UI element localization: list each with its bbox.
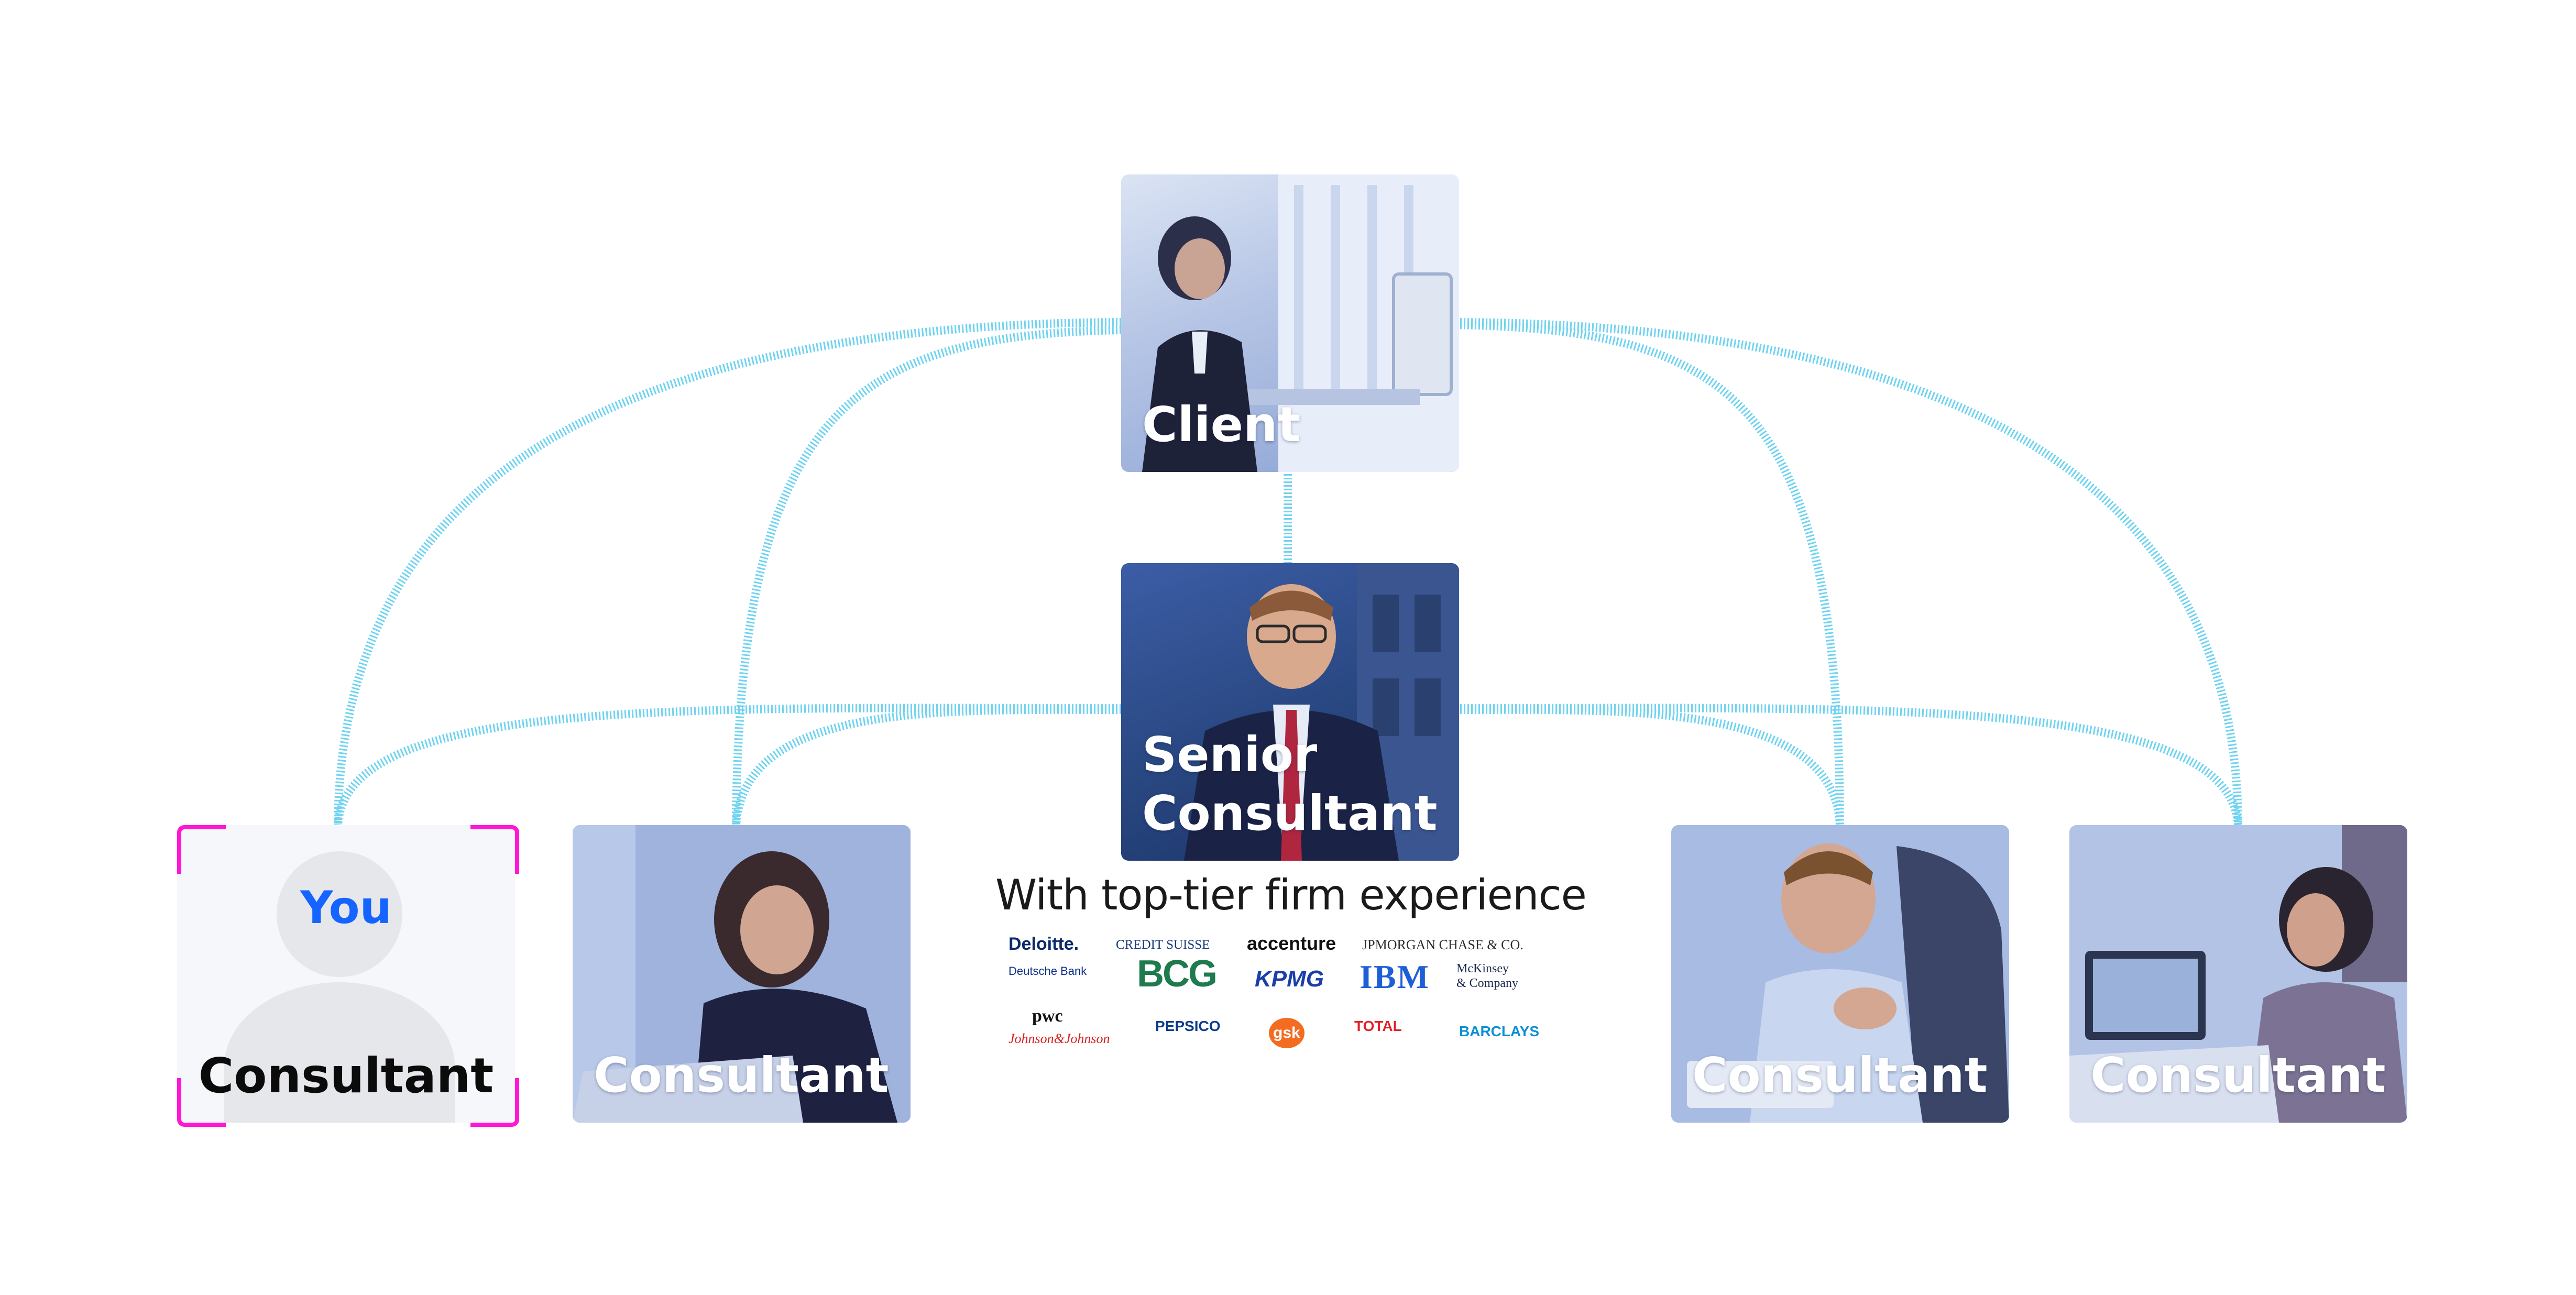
- consultant-card-2: Consultant: [1671, 825, 2009, 1123]
- connector-senior-consultant-3: [1456, 704, 2242, 826]
- logo-johnson-johnson: Johnson&Johnson: [1009, 1031, 1110, 1046]
- logo-pepsico: PEPSICO: [1155, 1018, 1221, 1034]
- connector-client-consultant-2: [1456, 321, 1844, 826]
- connector-senior-consultant-2: [1456, 705, 1844, 826]
- senior-consultant-card: Senior Consultant: [1121, 563, 1459, 861]
- logo-gsk: gsk: [1269, 1018, 1305, 1048]
- consultant-2-label: Consultant: [1692, 1047, 1988, 1103]
- connector-senior-you: [334, 704, 1122, 826]
- experience-heading: With top-tier firm experience: [995, 871, 1587, 919]
- you-consultant-label: Consultant: [198, 1048, 494, 1104]
- you-frame-corner-top-left: [177, 825, 226, 874]
- you-frame-corner-top-right: [470, 825, 519, 874]
- avatar-head: [277, 851, 402, 977]
- client-photo: [1142, 174, 1459, 472]
- senior-consultant-photo: [1184, 563, 1459, 861]
- logo-ibm: IBM: [1360, 958, 1430, 995]
- client-card: Client: [1121, 174, 1459, 472]
- logo-accenture: accenture: [1247, 932, 1336, 954]
- you-badge: You: [300, 882, 392, 934]
- logo-credit-suisse: CREDIT SUISSE: [1116, 938, 1210, 952]
- logo-mckinsey: McKinsey & Company: [1456, 962, 1518, 990]
- logo-barclays: BARCLAYS: [1459, 1023, 1539, 1039]
- connector-client-consultant-3: [1456, 318, 2242, 826]
- connector-client-consultant-1: [732, 326, 1122, 826]
- logo-kpmg: KPMG: [1255, 966, 1324, 992]
- logo-bcg: BCG: [1137, 953, 1218, 995]
- consultant-card-3: Consultant: [2069, 825, 2407, 1123]
- you-frame-corner-bottom-left: [177, 1078, 226, 1127]
- consultant-1-label: Consultant: [594, 1047, 889, 1103]
- senior-consultant-label: Senior Consultant: [1142, 727, 1438, 841]
- consultant-1-photo: [573, 825, 911, 1123]
- consultant-2-photo: [1671, 825, 2009, 1123]
- consultant-card-1: Consultant: [573, 825, 911, 1123]
- logo-deloitte: Deloitte.: [1009, 934, 1079, 954]
- firm-logos: Deloitte. CREDIT SUISSE accenture JPMORG…: [1009, 930, 1559, 1066]
- consultant-3-label: Consultant: [2090, 1047, 2386, 1103]
- connector-senior-consultant-1: [732, 705, 1122, 826]
- avatar-body: [224, 982, 455, 1123]
- you-frame-corner-bottom-right: [470, 1078, 519, 1127]
- logo-total: TOTAL: [1354, 1018, 1402, 1034]
- client-label: Client: [1142, 397, 1301, 453]
- you-consultant-card: You Consultant: [177, 825, 515, 1123]
- logo-pwc: pwc: [1032, 1006, 1063, 1026]
- logo-deutsche-bank: Deutsche Bank: [1009, 964, 1087, 978]
- logo-jpmorgan: JPMORGAN CHASE & CO.: [1362, 937, 1523, 952]
- consultant-3-photo: [2069, 825, 2407, 1123]
- connector-client-you: [334, 318, 1122, 826]
